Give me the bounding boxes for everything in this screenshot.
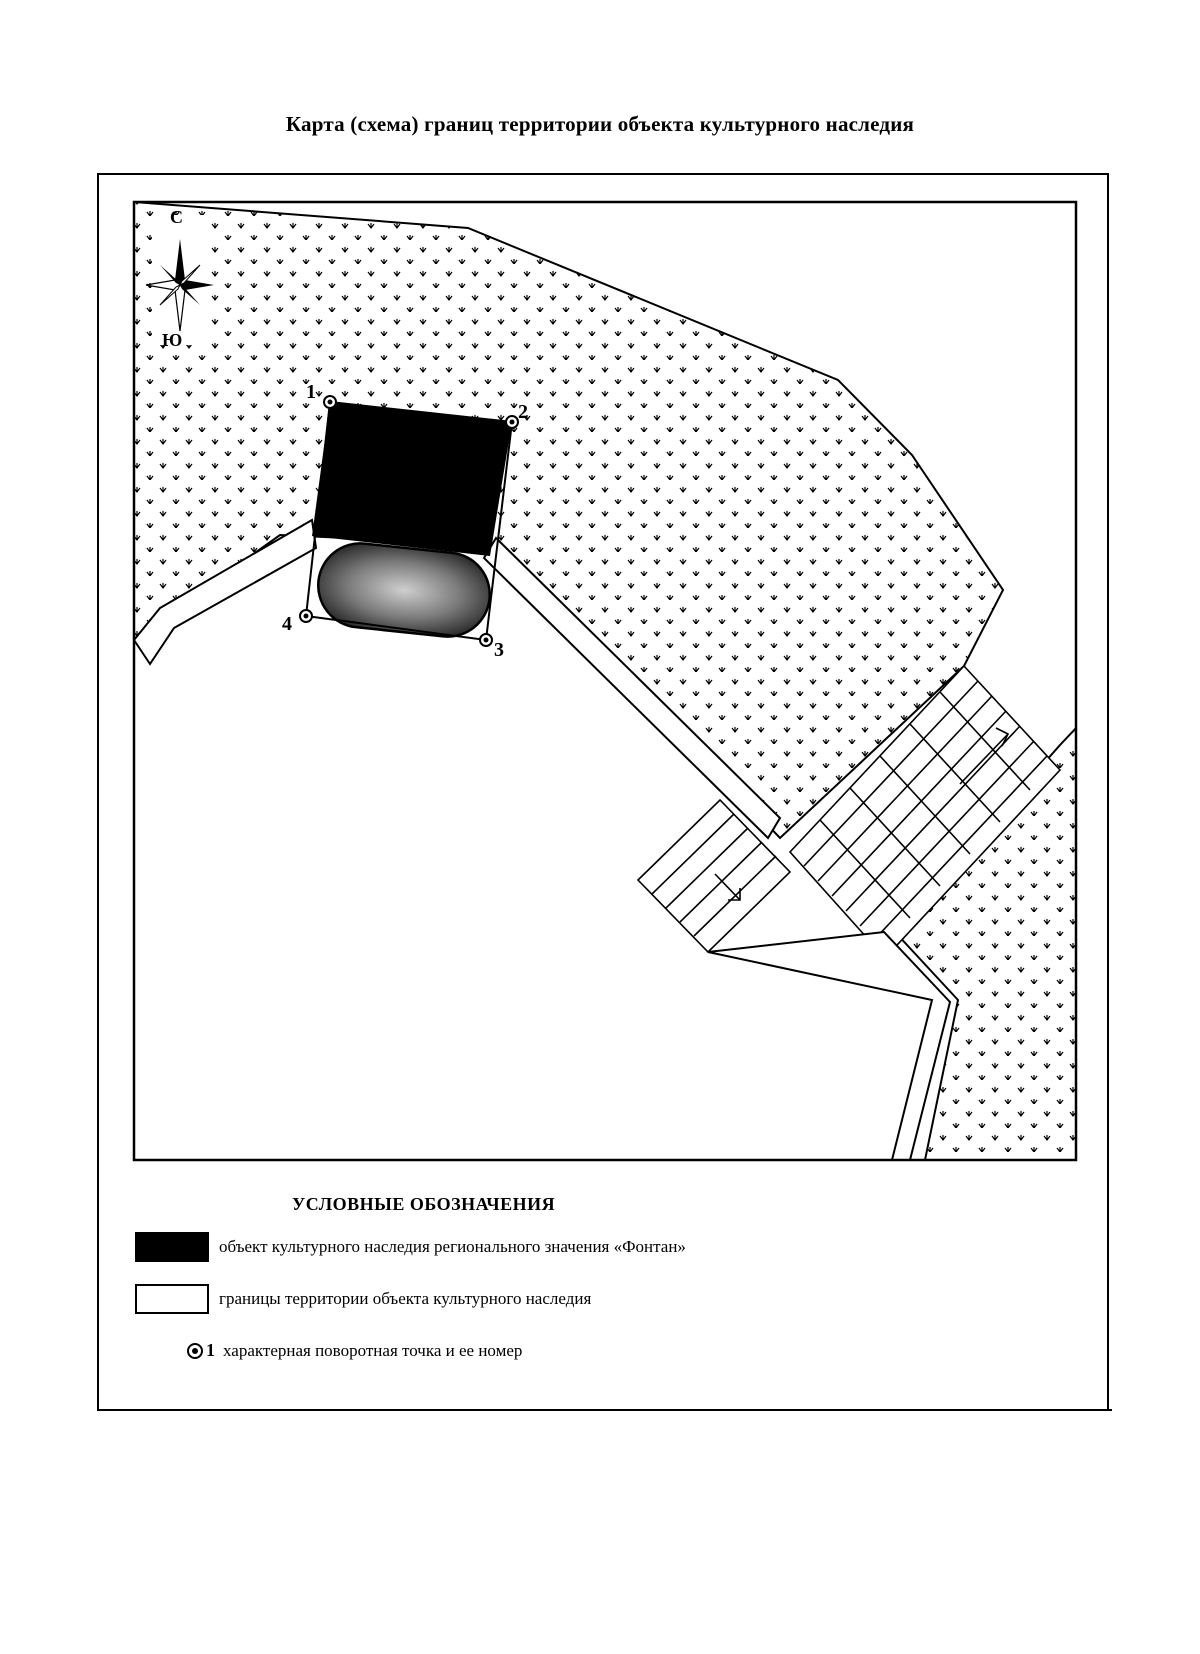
point-4-label: 4 — [282, 613, 292, 635]
point-2-label: 2 — [518, 401, 528, 423]
legend-item-boundary: границы территории объекта культурного н… — [135, 1284, 591, 1314]
legend-title: УСЛОВНЫЕ ОБОЗНАЧЕНИЯ — [292, 1194, 556, 1214]
fountain-object — [312, 402, 512, 638]
footpath-south — [707, 930, 952, 1160]
legend-swatch-black — [135, 1232, 209, 1262]
legend-point-number: 1 — [206, 1340, 215, 1360]
green-zone-east — [893, 726, 1076, 1160]
point-1-label: 1 — [306, 381, 316, 403]
map-title: Карта (схема) границ территории объекта … — [285, 112, 915, 136]
inner-map-frame — [132, 200, 1078, 1162]
compass-rose-icon — [145, 215, 214, 345]
compass-south: Ю — [162, 330, 182, 350]
legend-item-point: 1 характерная поворотная точка и ее номе… — [135, 1340, 522, 1361]
legend-text-boundary: границы территории объекта культурного н… — [219, 1289, 592, 1308]
legend-text-object: объект культурного наследия региональног… — [219, 1237, 686, 1256]
legend-text-point: характерная поворотная точка и ее номер — [223, 1340, 523, 1360]
stairs-lower — [636, 798, 792, 954]
legend-point-symbol: 1 — [175, 1340, 215, 1361]
compass-north: С — [170, 207, 183, 227]
point-3-label: 3 — [494, 639, 504, 661]
footpath-west — [134, 518, 318, 666]
legend-item-object: объект культурного наследия региональног… — [135, 1232, 686, 1262]
point-marker-icon — [187, 1342, 203, 1359]
green-zone-north — [134, 202, 1005, 840]
legend-swatch-outline — [135, 1284, 209, 1314]
stairs-upper — [788, 664, 1062, 960]
